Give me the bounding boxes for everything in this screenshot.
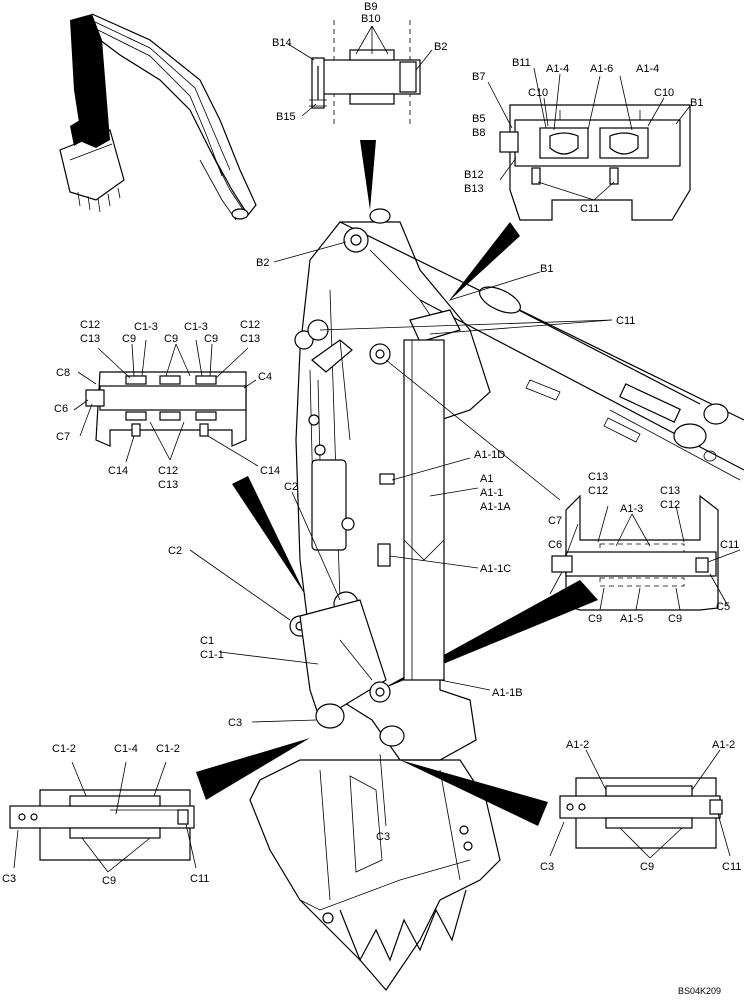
label-a1-2b: A1-2 (712, 739, 735, 751)
label-c11-main: C11 (616, 315, 635, 327)
label-c9a: C9 (122, 333, 136, 345)
label-a1-1a: A1-1A (480, 501, 511, 513)
label-a1-3: A1-3 (620, 503, 643, 515)
label-c1-3b: C1-3 (184, 321, 208, 333)
label-a1-1d: A1-1D (474, 449, 505, 461)
label-b13: B13 (464, 183, 484, 195)
detail-bottom-left (9, 761, 197, 873)
label-c9b: C9 (164, 333, 178, 345)
label-c1-2b: C1-2 (156, 743, 180, 755)
label-a1-4a: A1-4 (546, 63, 569, 75)
label-c13-r1: C13 (588, 471, 608, 483)
label-a1-4b: A1-4 (636, 63, 659, 75)
label-c3-bl: C3 (2, 873, 16, 885)
label-c12-r2: C12 (660, 499, 680, 511)
label-c11-bl: C11 (190, 873, 209, 885)
label-b2-top: B2 (434, 41, 447, 53)
label-c3-center: C3 (376, 831, 390, 843)
label-c1-2a: C1-2 (52, 743, 76, 755)
drawing-id: BS04K209 (678, 986, 721, 996)
label-b2-main: B2 (256, 257, 269, 269)
detail-top-right (487, 67, 691, 221)
callout-wedges (196, 140, 598, 826)
detail-left (73, 339, 259, 467)
label-c11-br: C11 (722, 861, 741, 873)
label-c14a: C14 (108, 465, 128, 477)
label-b7: B7 (472, 71, 485, 83)
label-b11: B11 (512, 57, 531, 69)
label-a1-5: A1-5 (620, 613, 643, 625)
label-c2a: C2 (284, 481, 298, 493)
label-b12: B12 (464, 169, 484, 181)
label-c7-right: C7 (548, 515, 562, 527)
excavator-thumbnail (59, 13, 257, 221)
label-c1: C1 (200, 635, 214, 647)
label-b1-top: B1 (690, 97, 703, 109)
label-a1: A1 (480, 473, 493, 485)
label-c13-r2: C13 (660, 485, 680, 497)
label-c11-right: C11 (720, 539, 739, 551)
label-c1-4: C1-4 (114, 743, 138, 755)
label-b14: B14 (272, 37, 292, 49)
label-c12-r1: C12 (588, 485, 608, 497)
label-c8-left: C8 (56, 367, 70, 379)
label-c12c: C12 (158, 465, 178, 477)
label-c9-r2: C9 (668, 613, 682, 625)
label-a1-1c: A1-1C (480, 563, 511, 575)
label-c13b: C13 (240, 333, 260, 345)
label-a1-6: A1-6 (590, 63, 613, 75)
main-arm-assembly (289, 208, 744, 761)
label-b8: B8 (472, 127, 485, 139)
label-c13a: C13 (80, 333, 100, 345)
label-a1-1b: A1-1B (492, 687, 523, 699)
label-c12b: C12 (240, 319, 260, 331)
label-c10a: C10 (528, 87, 548, 99)
label-b1-main: B1 (540, 263, 553, 275)
label-c3-main: C3 (228, 717, 242, 729)
label-c7-left: C7 (56, 431, 70, 443)
bucket (249, 759, 501, 991)
label-b10: B10 (361, 13, 381, 25)
label-c14b: C14 (260, 465, 280, 477)
label-c2b: C2 (168, 545, 182, 557)
label-a1-2a: A1-2 (566, 739, 589, 751)
label-c3-br: C3 (540, 861, 554, 873)
label-c11-top: C11 (580, 203, 599, 215)
leader-lines (189, 241, 741, 827)
detail-bottom-right (549, 749, 731, 859)
label-c9-br: C9 (640, 861, 654, 873)
label-c9-r1: C9 (588, 613, 602, 625)
label-c13c: C13 (158, 479, 178, 491)
label-c8-right: C8 (548, 595, 562, 607)
label-c1-3a: C1-3 (134, 321, 158, 333)
label-c10b: C10 (654, 87, 674, 99)
detail-right (549, 494, 741, 611)
label-c6-left: C6 (54, 403, 68, 415)
label-c9-bl: C9 (102, 875, 116, 887)
label-b9: B9 (364, 1, 377, 13)
label-c5: C5 (716, 601, 730, 613)
label-b5: B5 (472, 113, 485, 125)
detail-top-center (287, 20, 433, 125)
label-b15: B15 (276, 111, 296, 123)
label-c1-1: C1-1 (200, 649, 224, 661)
label-c12a: C12 (80, 319, 100, 331)
label-a1-1: A1-1 (480, 487, 503, 499)
label-c9c: C9 (204, 333, 218, 345)
label-c6-right: C6 (548, 539, 562, 551)
label-c4: C4 (258, 371, 272, 383)
